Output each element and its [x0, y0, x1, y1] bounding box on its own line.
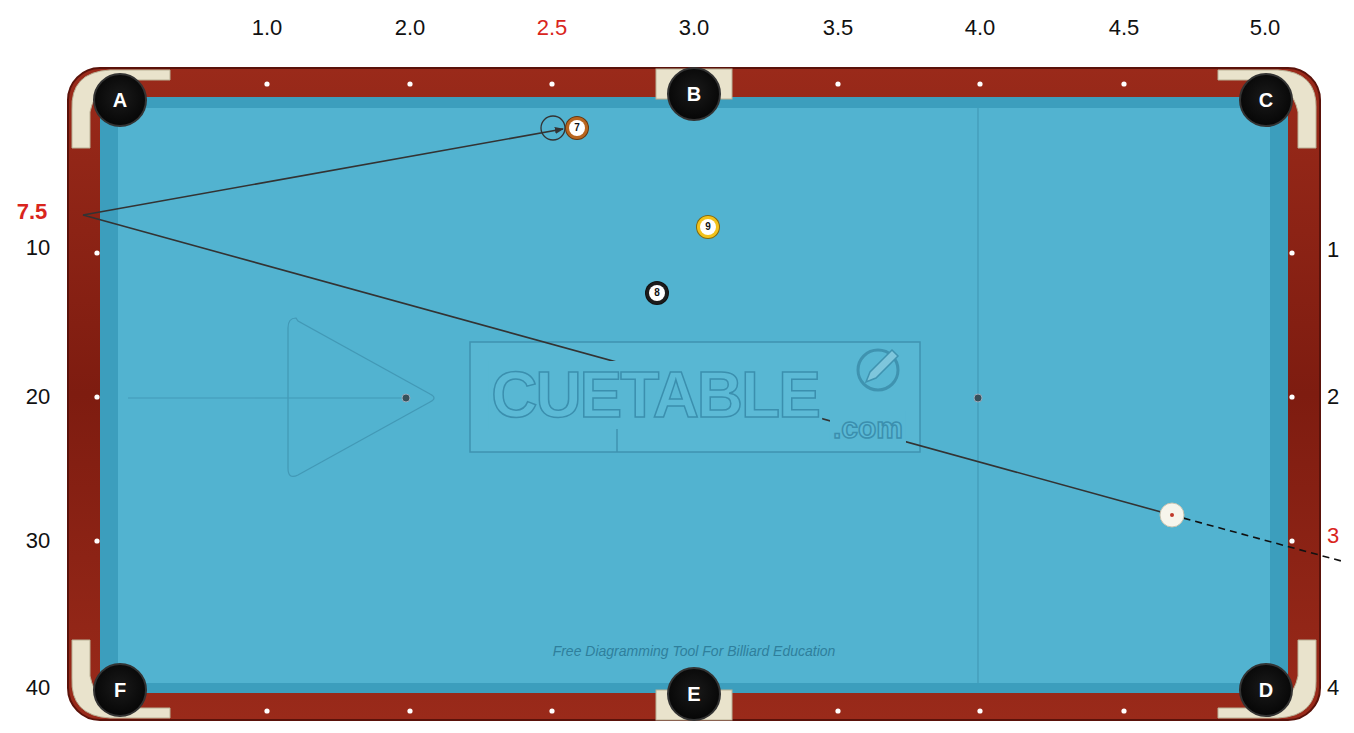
- corner-liner: [72, 640, 170, 718]
- diamond-number: 20: [26, 386, 50, 408]
- diamond: [264, 81, 269, 86]
- diamond-number: 40: [26, 677, 50, 699]
- pocket-letter: E: [687, 684, 700, 704]
- diamond-number: 2.5: [537, 17, 568, 39]
- watermark-box: [470, 342, 920, 452]
- diamond: [94, 250, 99, 255]
- object-ball: 7: [565, 116, 589, 140]
- diamond: [977, 81, 982, 86]
- ghost-ball: [541, 116, 565, 140]
- cue-ball: [1160, 503, 1184, 527]
- cloth: [118, 108, 1270, 683]
- watermark: CUETABLE: [488, 361, 822, 429]
- diamond: [549, 708, 554, 713]
- cue-path: [83, 215, 1172, 515]
- pocket: C: [1239, 73, 1293, 127]
- watermark: .com: [830, 411, 906, 445]
- diamond-value: 7.5: [17, 201, 48, 223]
- diamond: [835, 81, 840, 86]
- head-spot: [402, 394, 410, 402]
- object-ball: 8: [645, 281, 669, 305]
- diamond: [977, 708, 982, 713]
- diamond-number: 3.5: [823, 17, 854, 39]
- ball-number: 9: [705, 222, 711, 232]
- diamond: [94, 394, 99, 399]
- table-rail: [68, 68, 1320, 720]
- diamond: [94, 538, 99, 543]
- pencil: [866, 350, 898, 382]
- table-markings: [128, 108, 978, 683]
- diamond-number: 2: [1327, 386, 1339, 408]
- diamond-sights: [94, 81, 1294, 713]
- pocket-letter: A: [113, 90, 127, 110]
- diamond: [1289, 538, 1294, 543]
- pocket: B: [667, 67, 721, 121]
- pocket-letter: D: [1259, 680, 1273, 700]
- pencil-icon: [858, 350, 898, 390]
- corner-liner: [1218, 640, 1316, 718]
- ball-number: 8: [654, 288, 660, 298]
- corner-liner: [72, 70, 170, 148]
- diamond-number: 2.0: [395, 17, 426, 39]
- pocket: F: [93, 663, 147, 717]
- corner-liner: [1218, 70, 1316, 148]
- diamond: [1121, 708, 1126, 713]
- rack-outline: [288, 318, 434, 476]
- diamond: [549, 81, 554, 86]
- diamond: [835, 708, 840, 713]
- ball-number: 7: [574, 123, 580, 133]
- diamond-number: 30: [26, 530, 50, 552]
- number-disc: 7: [569, 120, 585, 136]
- cushion: [100, 97, 1288, 693]
- pocket: D: [1239, 663, 1293, 717]
- diamond: [264, 708, 269, 713]
- watermark: Free Diagramming Tool For Billiard Educa…: [553, 644, 836, 658]
- diamond: [407, 708, 412, 713]
- diamond-number: 3.0: [679, 17, 710, 39]
- pocket: E: [667, 667, 721, 721]
- diamond: [1289, 250, 1294, 255]
- diamond-number: 1.0: [252, 17, 283, 39]
- pencil-ring: [858, 350, 898, 390]
- kick-path: [83, 129, 563, 215]
- pocket-liners: [72, 69, 1316, 720]
- diamond-number: 10: [26, 237, 50, 259]
- pocket-letter: B: [687, 84, 701, 104]
- diamond: [1289, 394, 1294, 399]
- number-disc: 9: [700, 219, 716, 235]
- number-disc: 8: [649, 285, 665, 301]
- foot-spot: [974, 394, 982, 402]
- cue-tip-mark: [1170, 513, 1174, 517]
- head-string: [128, 397, 404, 398]
- diamond-number: 4.5: [1109, 17, 1140, 39]
- diamond: [1121, 81, 1126, 86]
- pocket-letter: C: [1259, 90, 1273, 110]
- diamond-number: 5.0: [1250, 17, 1281, 39]
- object-ball: 9: [696, 215, 720, 239]
- diamond-number: 4.0: [965, 17, 996, 39]
- pocket: A: [93, 73, 147, 127]
- diamond-number: 4: [1327, 677, 1339, 699]
- diamond-number: 1: [1327, 239, 1339, 261]
- diamond-number: 3: [1327, 525, 1339, 547]
- pocket-letter: F: [114, 680, 126, 700]
- aim-extension: [1172, 515, 1345, 562]
- diamond: [407, 81, 412, 86]
